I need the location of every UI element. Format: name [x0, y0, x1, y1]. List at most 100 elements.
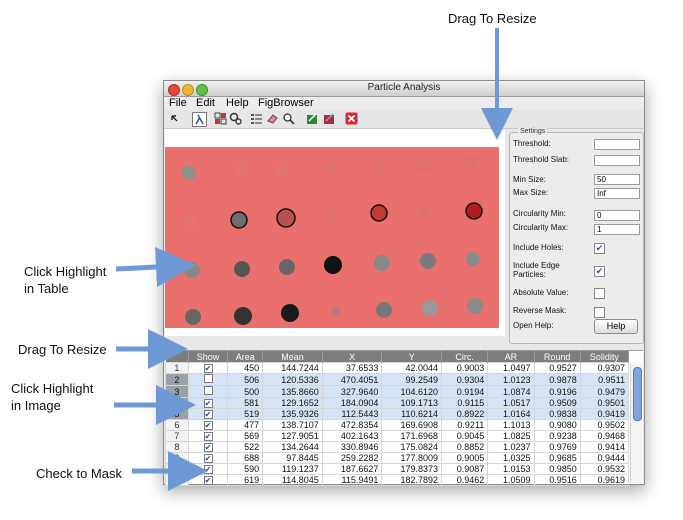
lambda-icon[interactable]	[192, 112, 207, 127]
column-header[interactable]: X	[322, 351, 383, 363]
show-cell: ✔	[187, 362, 229, 374]
eraser-icon[interactable]	[266, 112, 279, 125]
cell-x: 330.8946	[321, 441, 383, 453]
particle-image[interactable]	[165, 129, 505, 336]
include-holes-checkbox[interactable]: ✔	[594, 243, 605, 254]
row-number[interactable]: 4	[165, 397, 189, 409]
table-scrollbar[interactable]	[630, 363, 642, 483]
show-checkbox[interactable]	[203, 374, 213, 383]
cell-y: 110.6214	[381, 408, 443, 420]
circularity-min-field[interactable]: 0	[594, 210, 640, 221]
scrollbar-thumb[interactable]	[633, 367, 642, 421]
threshold-field[interactable]	[594, 139, 640, 150]
row-number[interactable]: 3	[165, 385, 189, 398]
row-number[interactable]: 9	[165, 452, 189, 464]
row-number[interactable]: 1	[165, 362, 189, 374]
close-red-icon[interactable]	[345, 112, 358, 125]
show-checkbox[interactable]: ✔	[203, 476, 213, 485]
reverse-mask-checkbox[interactable]	[594, 307, 605, 318]
show-checkbox[interactable]: ✔	[203, 443, 213, 452]
column-header[interactable]: Y	[381, 351, 443, 363]
title-bar[interactable]: Particle Analysis	[164, 81, 644, 97]
min-size-field[interactable]: 50	[594, 174, 640, 185]
show-cell: ✔	[187, 430, 229, 442]
open-help-label: Open Help:	[513, 321, 554, 330]
show-checkbox[interactable]: ✔	[203, 421, 213, 430]
cell-mean: 97.8445	[262, 452, 323, 464]
row-number[interactable]: 7	[165, 430, 189, 442]
show-checkbox[interactable]: ✔	[203, 410, 213, 419]
annotation-drag-resize-left: Drag To Resize	[18, 342, 107, 357]
show-checkbox[interactable]: ✔	[203, 432, 213, 441]
minimize-window-icon[interactable]	[182, 84, 194, 96]
pointer-icon[interactable]	[168, 112, 181, 125]
row-number[interactable]: 2	[165, 373, 189, 386]
window-title: Particle Analysis	[367, 82, 441, 93]
row-number[interactable]: 10	[165, 463, 189, 475]
gears-icon[interactable]	[229, 112, 242, 125]
cell-circ: 0.8852	[441, 441, 489, 453]
cell-y: 99.2549	[381, 373, 443, 386]
show-checkbox[interactable]: ✔	[203, 364, 213, 373]
show-checkbox[interactable]: ✔	[203, 399, 213, 408]
menu-file[interactable]: File	[169, 97, 187, 109]
cell-area: 688	[227, 452, 264, 464]
cell-mean: 135.9326	[262, 408, 323, 420]
show-checkbox[interactable]: ✔	[203, 454, 213, 463]
cell-round: 0.9878	[533, 373, 581, 386]
zoom-icon[interactable]	[282, 112, 295, 125]
column-header[interactable]: Circ.	[441, 351, 489, 363]
annotation-click-highlight-table: Click Highlight in Table	[24, 263, 106, 297]
column-header[interactable]: Solidity	[580, 351, 630, 363]
row-number[interactable]: 8	[165, 441, 189, 453]
show-cell: ✔	[187, 463, 229, 475]
row-number[interactable]: 6	[165, 419, 189, 431]
overlay-green-icon[interactable]	[306, 112, 319, 125]
circularity-max-field[interactable]: 1	[594, 224, 640, 235]
cell-y: 171.6968	[381, 430, 443, 442]
particle-image-panel[interactable]	[165, 129, 505, 336]
overlay-red-icon[interactable]	[323, 112, 336, 125]
max-size-field[interactable]: Inf	[594, 188, 640, 199]
grid-icon[interactable]	[214, 112, 227, 125]
help-button[interactable]: Help	[594, 319, 638, 334]
cell-circ: 0.9003	[441, 362, 489, 374]
zoom-window-icon[interactable]	[196, 84, 208, 96]
list-icon[interactable]	[250, 112, 263, 125]
threshold-slab-field[interactable]	[594, 155, 640, 166]
cell-round: 0.9838	[533, 408, 581, 420]
menu-edit[interactable]: Edit	[196, 97, 215, 109]
menu-figbrowser[interactable]: FigBrowser	[258, 97, 314, 109]
include-edge-checkbox[interactable]: ✔	[594, 266, 605, 277]
toolbar	[164, 110, 644, 129]
column-header[interactable]: Mean	[262, 351, 323, 363]
menu-help[interactable]: Help	[226, 97, 249, 109]
column-header[interactable]: Round	[534, 351, 581, 363]
column-header[interactable]: Show	[188, 351, 229, 363]
cell-y: 42.0044	[381, 362, 443, 374]
show-checkbox[interactable]	[203, 386, 213, 395]
column-header[interactable]	[165, 351, 189, 363]
column-header[interactable]: Area	[227, 351, 264, 363]
show-cell: ✔	[187, 397, 229, 409]
close-window-icon[interactable]	[168, 84, 180, 96]
row-number[interactable]: 11	[165, 474, 189, 486]
show-cell: ✔	[187, 408, 229, 420]
show-checkbox[interactable]: ✔	[203, 465, 213, 474]
row-number[interactable]: 5	[165, 408, 189, 420]
absolute-value-checkbox[interactable]	[594, 288, 605, 299]
column-header[interactable]: AR	[487, 351, 535, 363]
cell-circ: 0.9194	[441, 385, 489, 398]
